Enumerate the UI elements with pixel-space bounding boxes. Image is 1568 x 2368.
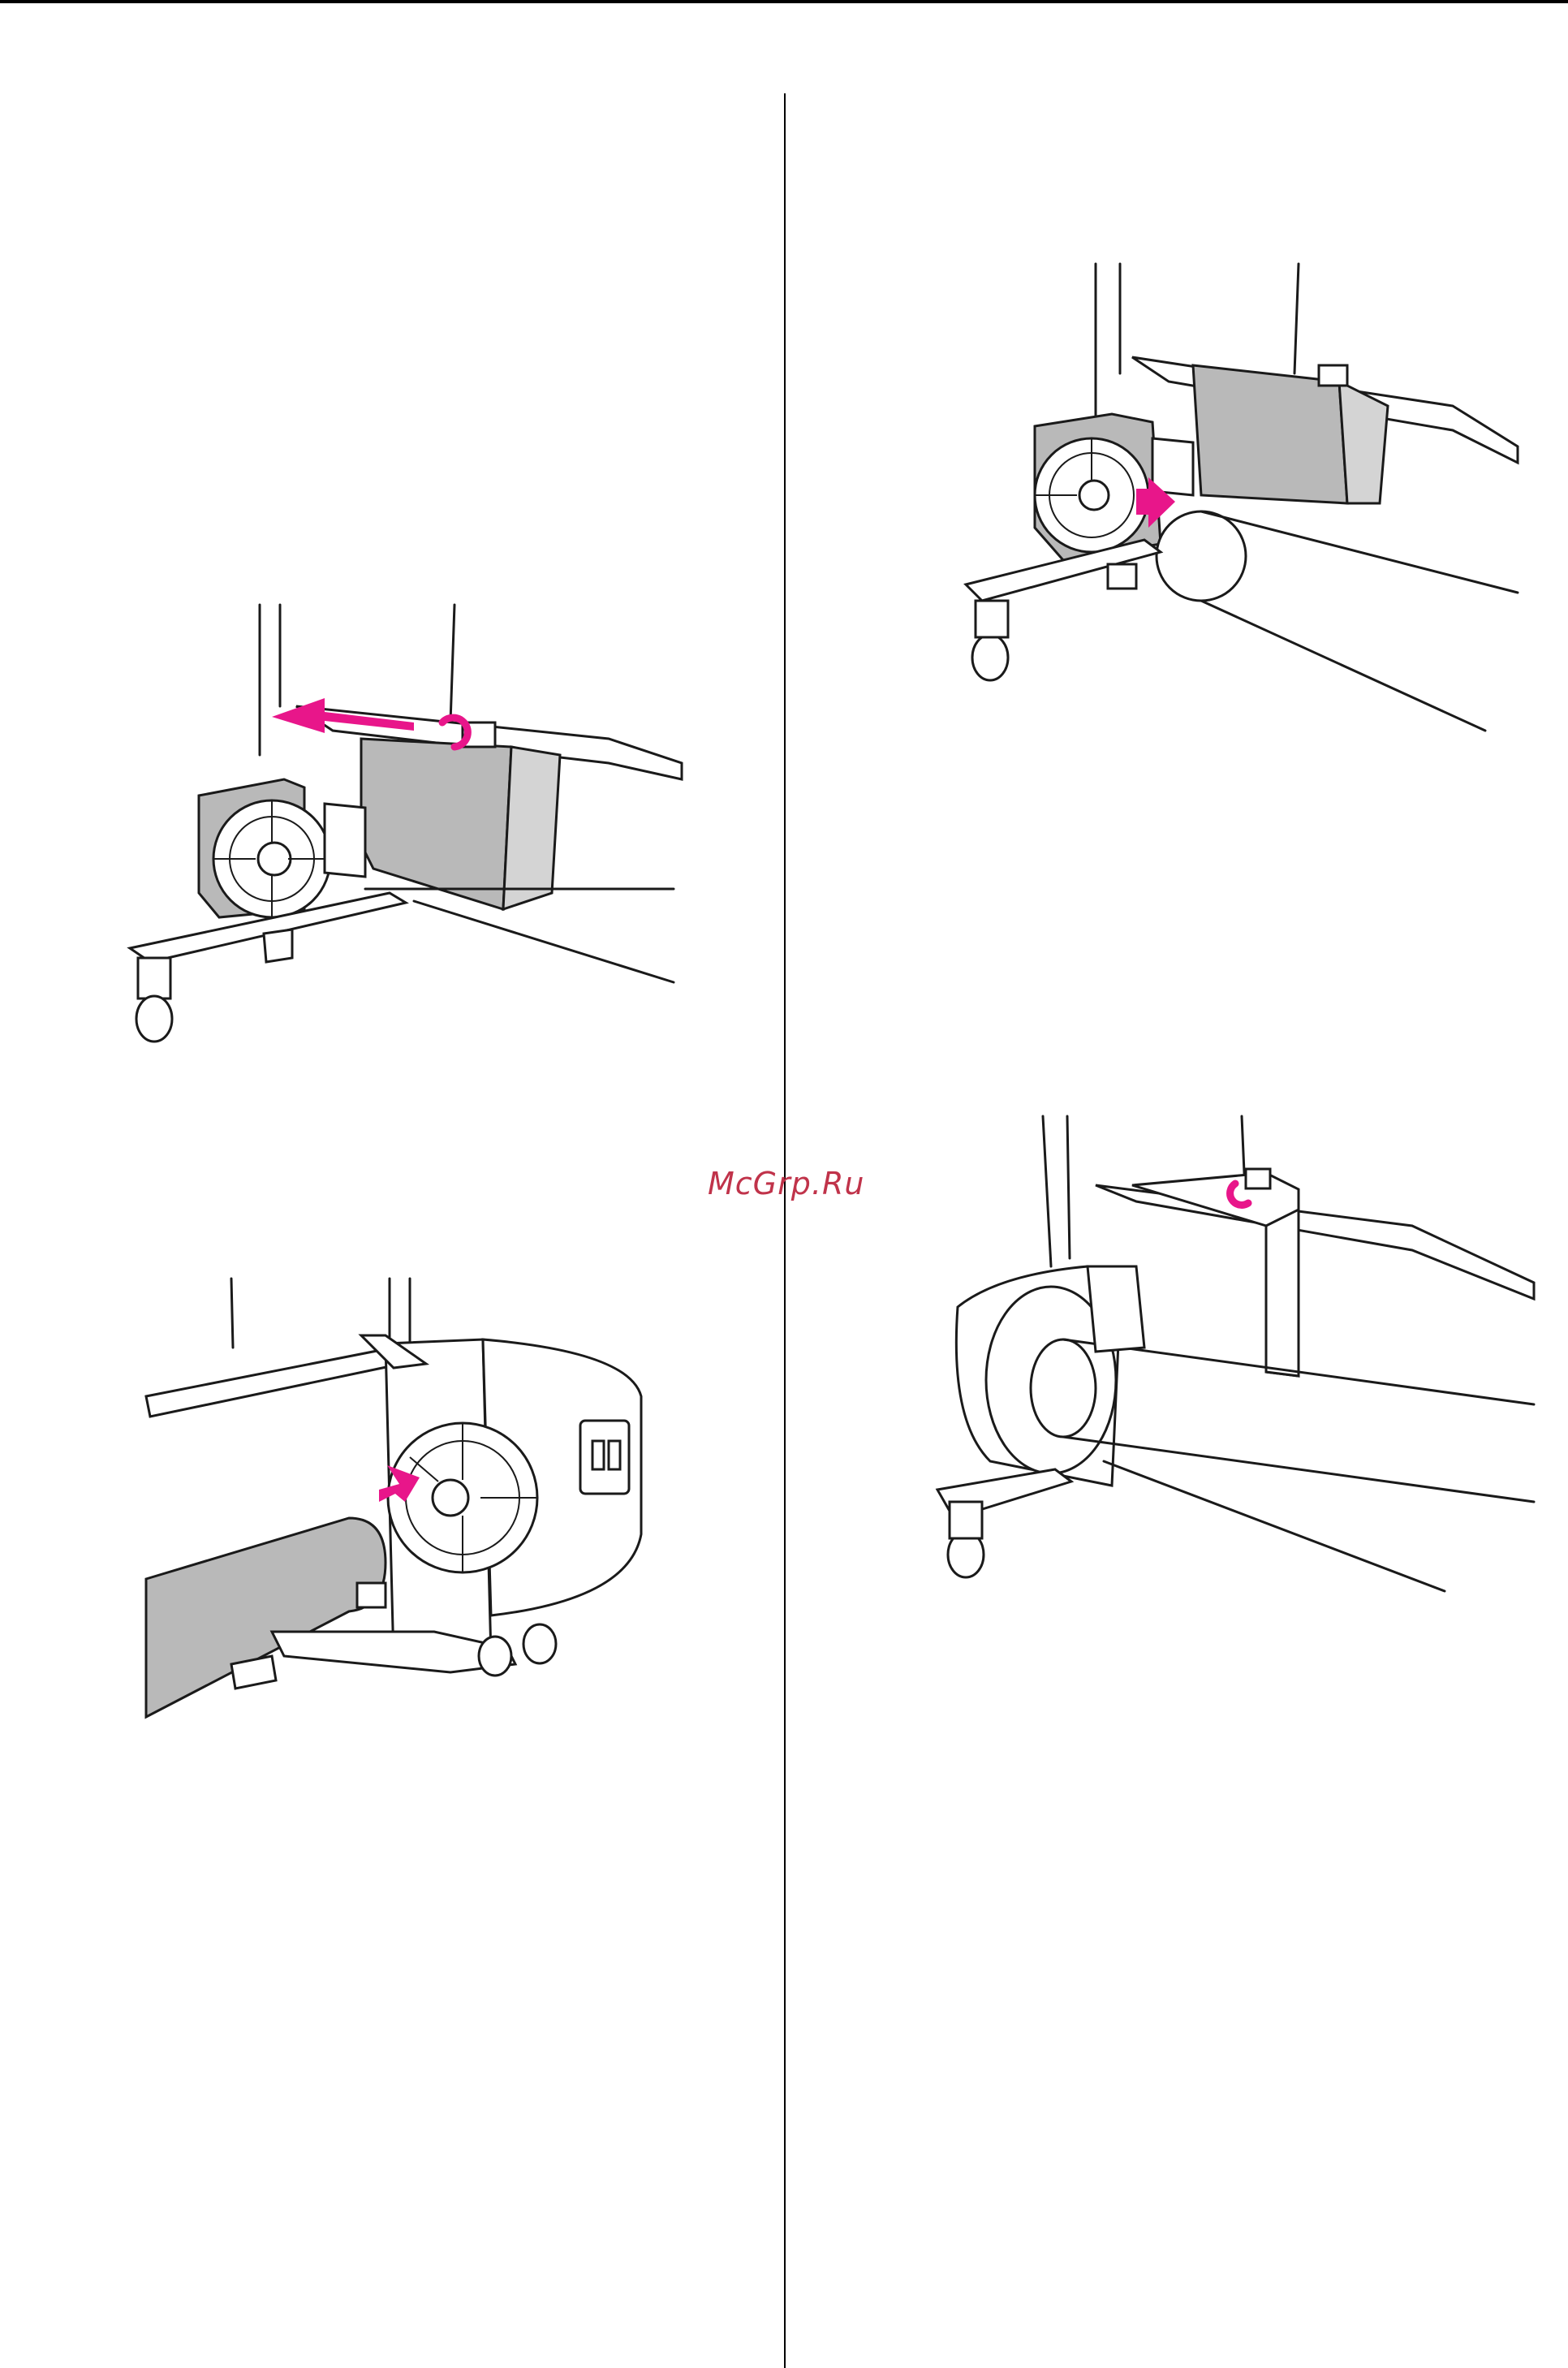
core-insert-illustration [142, 1275, 661, 1729]
core-holder-illustration [958, 260, 1526, 747]
watermark: McGrp.Ru [708, 1166, 864, 1201]
figure-core-holder [958, 260, 1526, 747]
column-divider [784, 93, 786, 2368]
figure-knob-tighten [925, 1112, 1542, 1599]
takeup-slide-illustration [122, 601, 690, 1055]
figure-core-insert [142, 1275, 661, 1729]
top-rule [0, 0, 1568, 3]
knob-tighten-illustration [925, 1112, 1542, 1599]
figure-takeup-slide [122, 601, 690, 1055]
